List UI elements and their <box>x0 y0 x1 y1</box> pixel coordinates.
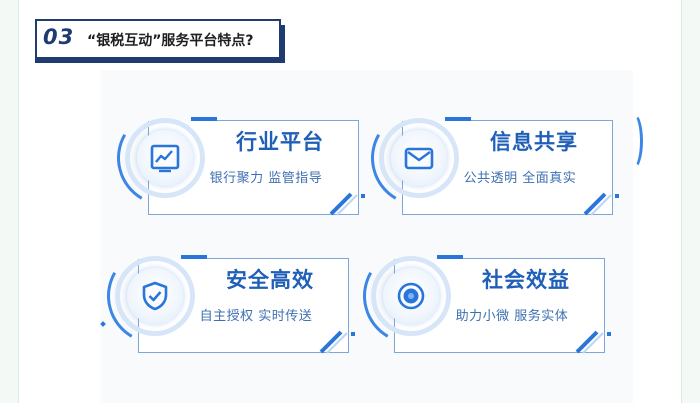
card-top-line <box>215 120 359 121</box>
feature-title: 安全高效 <box>226 268 314 292</box>
feature-subtitle: 助力小微 服务实体 <box>455 309 569 324</box>
envelope-icon <box>404 147 434 170</box>
section-title: “银税互动”服务平台特点? <box>87 33 254 49</box>
feature-card-information-sharing: 信息共享 公共透明 全面真实 <box>360 96 619 228</box>
feature-subtitle: 自主授权 实时传送 <box>199 309 313 324</box>
feature-subtitle: 银行聚力 监管指导 <box>209 171 323 186</box>
decorative-slash-icon <box>583 192 612 216</box>
decorative-dot <box>361 194 365 198</box>
card-top-dash <box>191 117 217 121</box>
feature-title: 信息共享 <box>490 130 578 154</box>
icon-disk <box>391 130 447 186</box>
decorative-slash-icon <box>319 330 348 354</box>
card-top-dash <box>181 255 207 259</box>
feature-title: 社会效益 <box>482 268 570 292</box>
decorative-edge-arc <box>623 112 643 170</box>
icon-ring <box>115 256 195 336</box>
feature-subtitle: 公共透明 全面真实 <box>463 171 577 186</box>
feature-title: 行业平台 <box>236 130 324 154</box>
decorative-dot <box>607 332 611 336</box>
card-top-line <box>205 258 349 259</box>
decorative-dot <box>615 194 619 198</box>
target-icon <box>397 282 425 310</box>
feature-card-industry-platform: 行业平台 银行聚力 监管指导 <box>106 96 365 228</box>
card-top-line <box>469 120 613 121</box>
section-header: 03 “银税互动”服务平台特点? <box>35 19 285 63</box>
card-top-dash <box>445 117 471 121</box>
decorative-slash-icon <box>329 192 358 216</box>
card-top-dash <box>437 255 463 259</box>
icon-ring <box>125 118 205 198</box>
icon-ring <box>371 256 451 336</box>
feature-card-secure-efficient: 安全高效 自主授权 实时传送 <box>96 234 355 366</box>
decorative-dot <box>351 332 355 336</box>
icon-disk <box>127 268 183 324</box>
icon-ring <box>379 118 459 198</box>
section-number: 03 <box>43 25 75 49</box>
feature-card-social-benefit: 社会效益 助力小微 服务实体 <box>352 234 611 366</box>
card-top-line <box>461 258 605 259</box>
page: 03 “银税互动”服务平台特点? 行业平台 银行聚力 监管指导 <box>18 0 682 403</box>
chart-icon <box>150 144 180 173</box>
decorative-slash-icon <box>575 330 604 354</box>
shield-check-icon <box>142 281 168 311</box>
